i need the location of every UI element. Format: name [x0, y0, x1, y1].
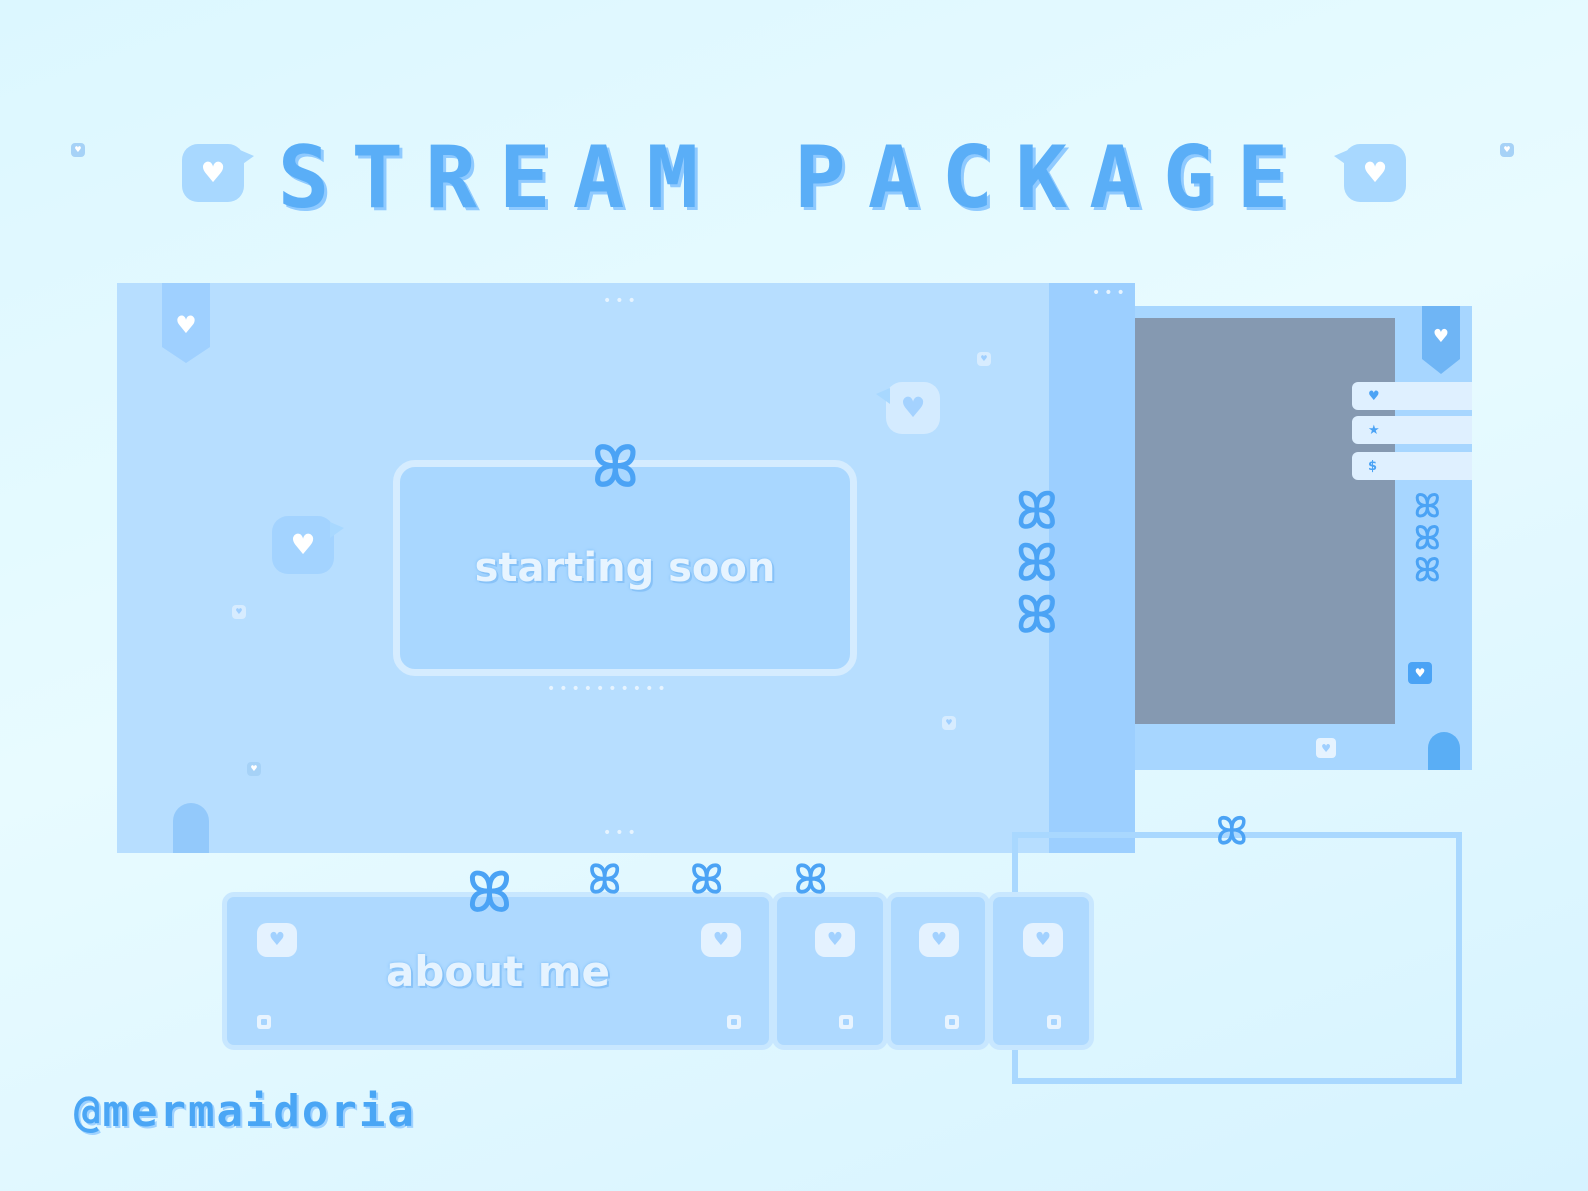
scene-heart-banner: ♥ [162, 283, 210, 363]
bow-icon: ꕤ [588, 857, 622, 903]
bow-icon: ꕤ [467, 861, 512, 924]
bow-icon: ꕤ [1414, 519, 1441, 557]
dots-decoration: •••••••••• [547, 681, 670, 697]
heart-icon: ♥ [1432, 326, 1450, 347]
square-icon [945, 1015, 959, 1029]
about-me-label: about me [385, 946, 611, 996]
alert-donation: $ [1352, 452, 1472, 480]
chat-heart-icon: ♥ [1023, 923, 1063, 957]
alert-subscribe: ★ [1352, 416, 1472, 444]
chat-heart-icon: ♥ [272, 516, 344, 574]
starting-soon-panel: starting soon [393, 460, 857, 676]
bow-icon: ꕤ [1016, 534, 1058, 592]
chat-heart-icon: ♥ [701, 923, 741, 957]
mini-heart-icon: ♥ [977, 352, 991, 366]
mini-heart-icon: ♥ [71, 143, 85, 157]
mini-heart-icon: ♥ [1500, 143, 1514, 157]
chat-heart-icon: ♥ [257, 923, 297, 957]
heart-icon: ♥ [1362, 156, 1388, 189]
about-me-button[interactable]: ♥ ♥ about me [222, 892, 774, 1050]
square-icon [1047, 1015, 1061, 1029]
mini-heart-icon: ♥ [247, 762, 261, 776]
heart-icon: ♥ [200, 156, 226, 189]
bow-icon: ꕤ [1414, 487, 1441, 525]
cam-heart-banner: ♥ [1422, 306, 1460, 374]
heart-icon: ♥ [900, 391, 926, 424]
bow-icon: ꕤ [1216, 809, 1248, 853]
chat-heart-icon: ♥ [876, 382, 940, 434]
scene-side-strip [1049, 283, 1135, 853]
chat-heart-icon: ♥ [919, 923, 959, 957]
mini-heart-icon: ♥ [942, 716, 956, 730]
heart-icon: ♥ [290, 528, 316, 561]
webcam-screen [1135, 318, 1395, 724]
star-icon: ★ [1368, 422, 1380, 438]
panel-button-small-1[interactable]: ♥ [772, 892, 888, 1050]
dots-decoration: ••• [603, 293, 640, 309]
cam-tab-decoration [1428, 732, 1460, 770]
page-title: STREAM PACKAGE [277, 128, 1311, 228]
bow-icon: ꕤ [1414, 551, 1441, 589]
bow-icon: ꕤ [1016, 586, 1058, 644]
bow-icon: ꕤ [1016, 482, 1058, 540]
scene-tab-decoration [173, 803, 209, 853]
bow-icon: ꕤ [794, 857, 828, 903]
mini-heart-icon: ♥ [1408, 662, 1432, 684]
panel-button-small-3[interactable]: ♥ [988, 892, 1094, 1050]
square-icon [257, 1015, 271, 1029]
dots-decoration: ••• [603, 825, 640, 841]
bow-icon: ꕤ [690, 857, 724, 903]
dots-decoration: ••• [1092, 285, 1129, 301]
dollar-icon: $ [1368, 458, 1378, 474]
heart-icon: ♥ [1368, 388, 1380, 404]
heart-icon: ♥ [175, 311, 197, 339]
bow-icon: ꕤ [592, 435, 639, 500]
mini-heart-icon: ♥ [232, 605, 246, 619]
creator-handle: @mermaidoria [74, 1086, 416, 1137]
square-icon [839, 1015, 853, 1029]
square-icon [727, 1015, 741, 1029]
panel-button-small-2[interactable]: ♥ [886, 892, 990, 1050]
chat-heart-icon: ♥ [815, 923, 855, 957]
chat-heart-icon: ♥ [1334, 144, 1406, 202]
alert-follow: ♥ [1352, 382, 1472, 410]
chat-heart-icon: ♥ [182, 144, 254, 202]
mini-heart-icon: ♥ [1316, 738, 1336, 758]
starting-soon-label: starting soon [474, 545, 776, 591]
